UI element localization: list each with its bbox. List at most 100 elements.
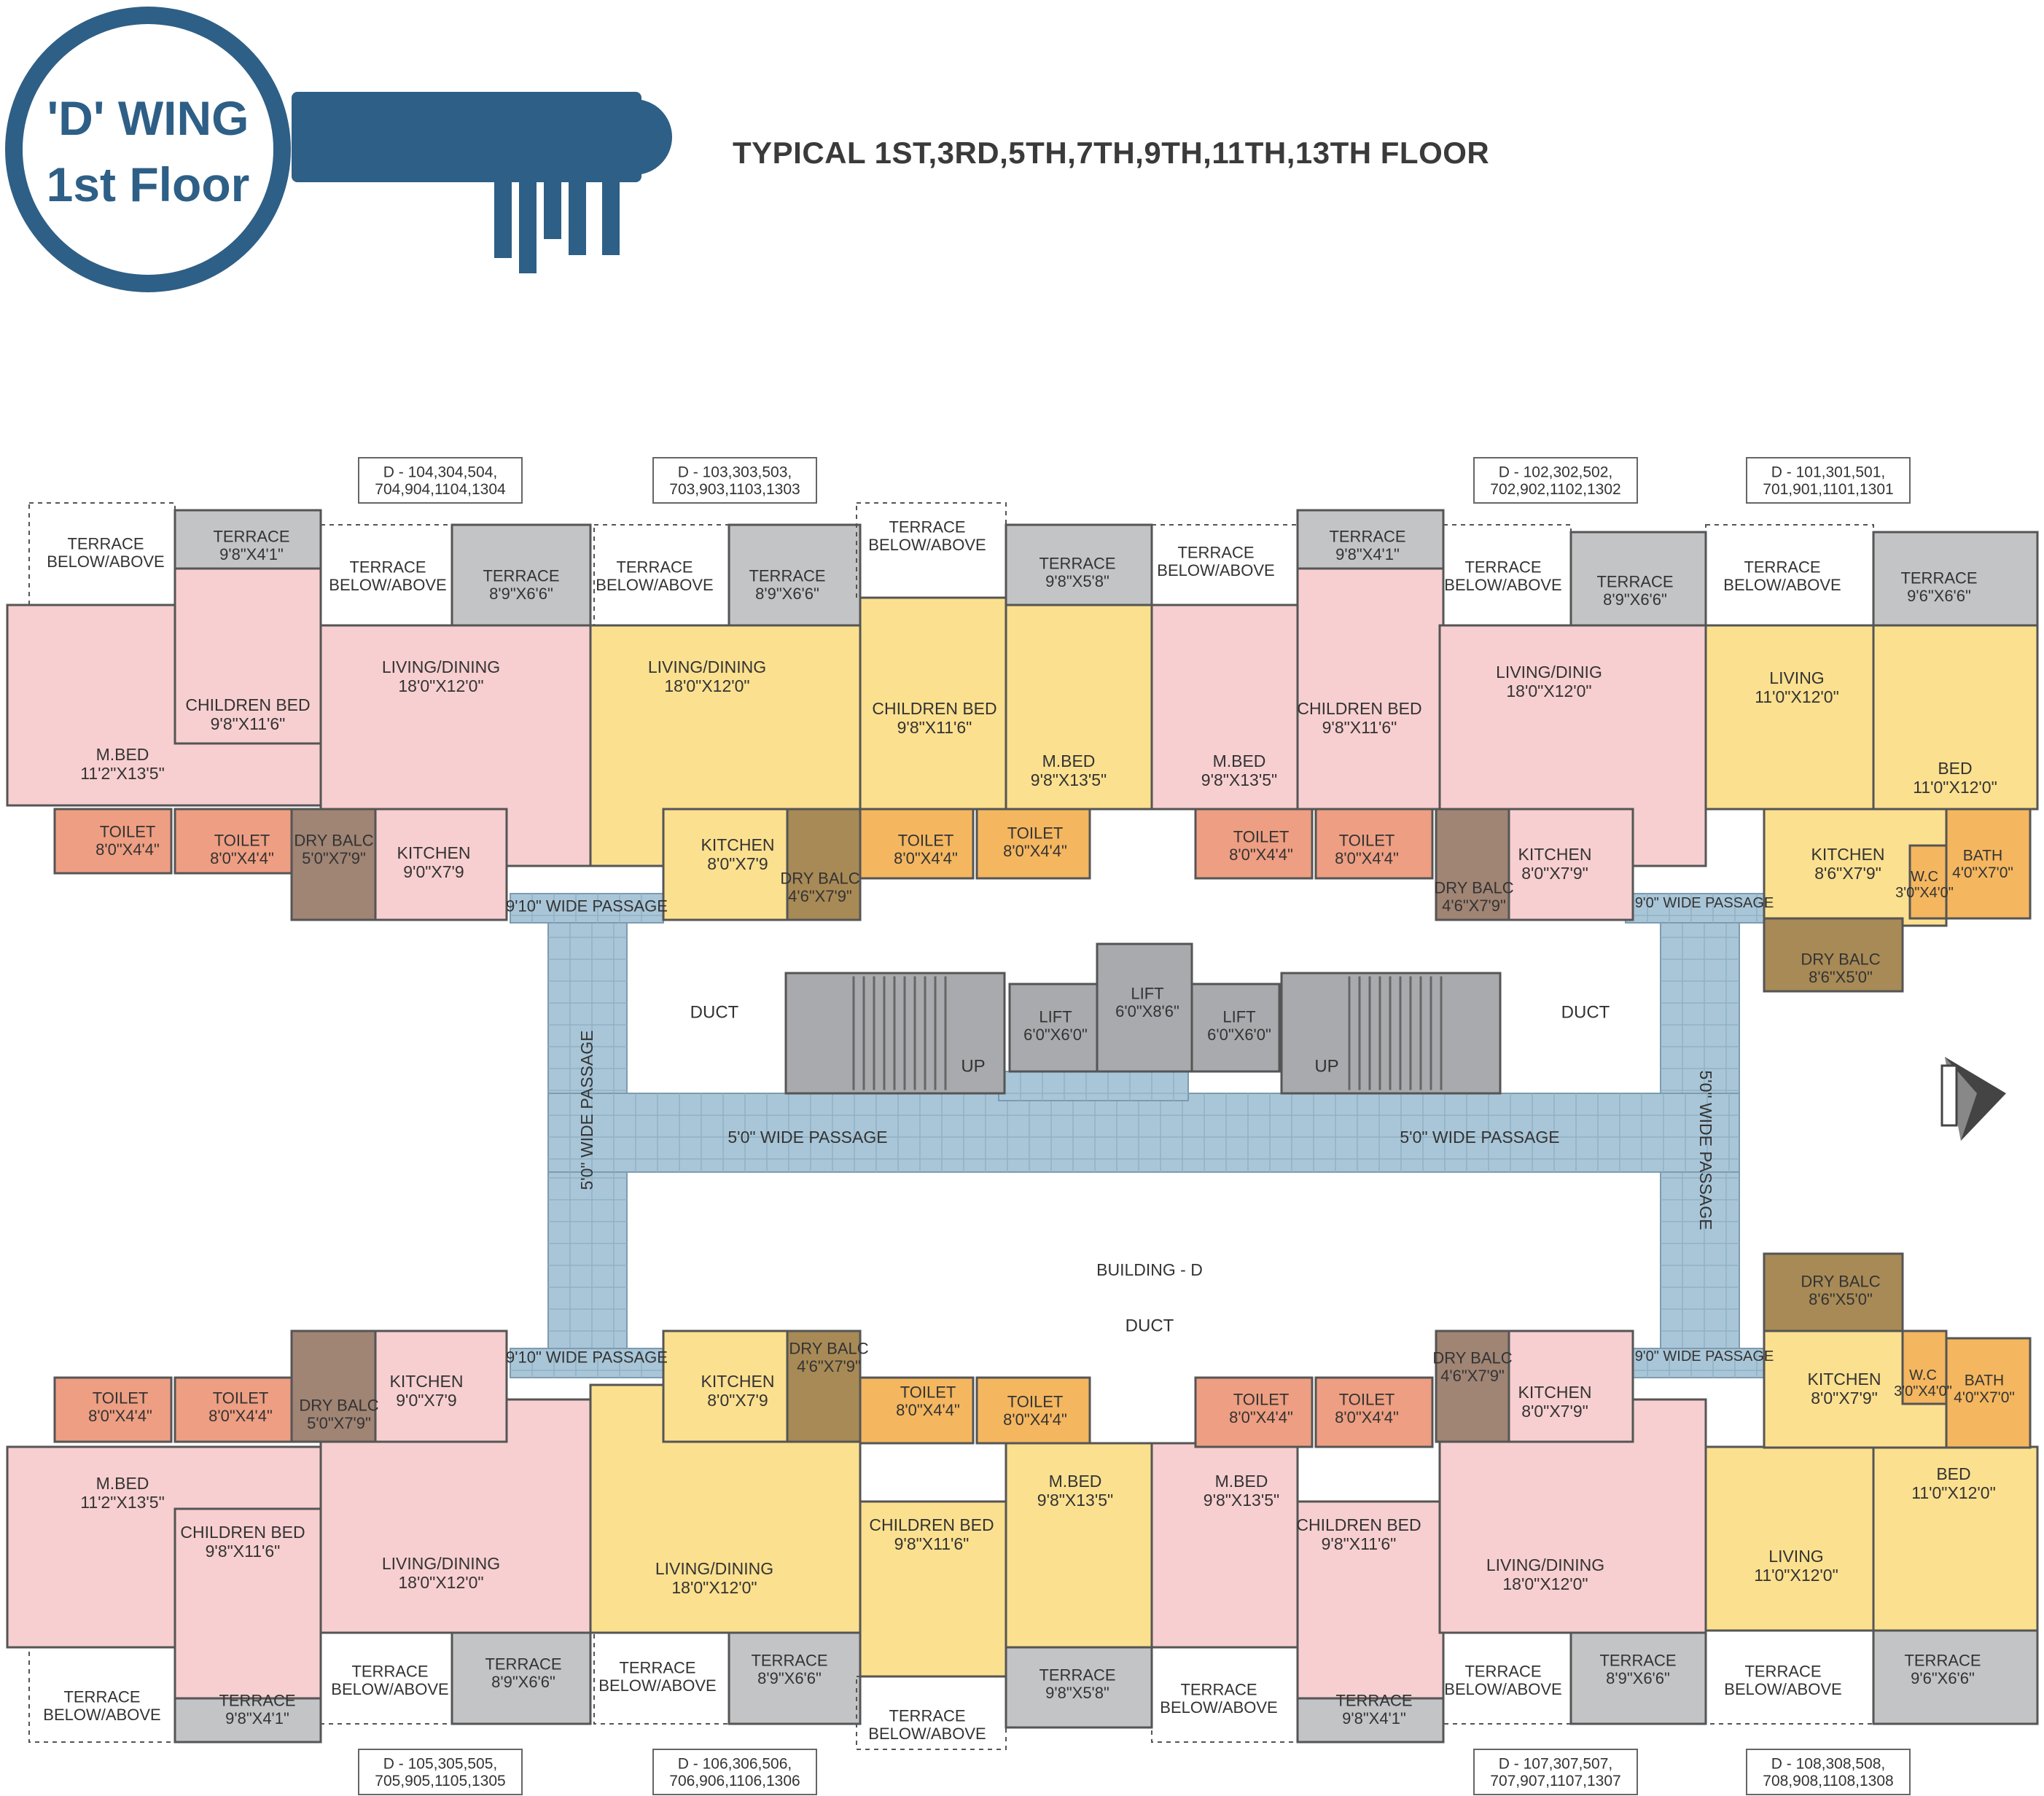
- unit-tag-text: D - 105,305,505,705,905,1105,1305: [375, 1756, 505, 1790]
- unit-106-terrace: [728, 1631, 862, 1725]
- unit-tag-text: D - 107,307,507,707,907,1107,1307: [1490, 1756, 1620, 1790]
- unit-tag-box: [1473, 1749, 1638, 1795]
- unit-105-toilet-1: [53, 1376, 173, 1443]
- unit-104-terrace-below-2: [320, 524, 453, 626]
- unit-107-toilet-2: [1314, 1376, 1434, 1448]
- unit-tag-box: [652, 457, 817, 504]
- label-passage: 9'10" WIDE PASSAGE: [506, 1348, 668, 1367]
- unit-107-terrace-2: [1569, 1631, 1707, 1725]
- unit-102-children-bed: [1296, 567, 1445, 811]
- stair-tread: [883, 976, 886, 1090]
- passage-stub-tr: [1625, 893, 1765, 924]
- label-passage: 9'0" WIDE PASSAGE: [1635, 1348, 1774, 1364]
- unit-102-toilet-2: [1314, 808, 1434, 880]
- passage-stub-tl: [510, 893, 664, 924]
- unit-108-bath: [1945, 1337, 2032, 1449]
- unit-105-terrace-below-2: [320, 1632, 453, 1725]
- unit-105-terrace: [173, 1697, 322, 1744]
- stair-tread: [1368, 976, 1371, 1090]
- unit-tag-box: [1746, 457, 1911, 504]
- label-passage: 9'0" WIDE PASSAGE: [1635, 895, 1774, 911]
- unit-106-children-bed: [859, 1500, 1007, 1678]
- label-duct: DUCT: [690, 1002, 739, 1022]
- unit-108-dry-balcony: [1763, 1252, 1904, 1332]
- unit-tag-box: [1473, 457, 1638, 504]
- stair-tread: [893, 976, 896, 1090]
- unit-103-terrace-2: [1005, 523, 1153, 606]
- stair-tread: [1429, 976, 1432, 1090]
- stair-tread: [862, 976, 865, 1090]
- lift-center: [1096, 942, 1193, 1073]
- stair-tread: [913, 976, 916, 1090]
- stair-tread: [924, 976, 927, 1090]
- unit-103-terrace: [728, 523, 862, 627]
- label-building: BUILDING - D: [1096, 1260, 1203, 1279]
- unit-102-kitchen: [1507, 808, 1634, 921]
- unit-tag-text: D - 106,306,506,706,906,1106,1306: [669, 1756, 800, 1790]
- unit-104-toilet-2: [173, 808, 293, 875]
- key-tooth: [519, 182, 537, 273]
- lift-left: [1008, 983, 1099, 1073]
- unit-108-living: [1704, 1445, 1875, 1632]
- stair-tread: [873, 976, 875, 1090]
- unit-102-terrace: [1296, 509, 1445, 570]
- unit-103-dry-balcony: [786, 808, 862, 921]
- unit-108-wc: [1901, 1330, 1948, 1405]
- unit-104-dry-balcony: [290, 808, 377, 921]
- unit-104-terrace-below: [28, 502, 176, 606]
- unit-108-bed: [1872, 1445, 2039, 1632]
- unit-105-toilet-2: [173, 1376, 293, 1443]
- unit-105-terrace-2: [450, 1631, 592, 1725]
- stair-tread: [903, 976, 906, 1090]
- unit-103-toilet-2: [975, 808, 1091, 880]
- unit-106-toilet-1: [859, 1376, 975, 1445]
- label-passage: 5'0" WIDE PASSAGE: [577, 1030, 596, 1190]
- unit-103-terrace-below-2: [856, 502, 1007, 598]
- unit-101-living: [1704, 624, 1875, 811]
- unit-107-terrace-below-2: [1443, 1632, 1572, 1725]
- unit-106-terrace-below-2: [856, 1676, 1007, 1750]
- unit-107-terrace: [1296, 1697, 1445, 1744]
